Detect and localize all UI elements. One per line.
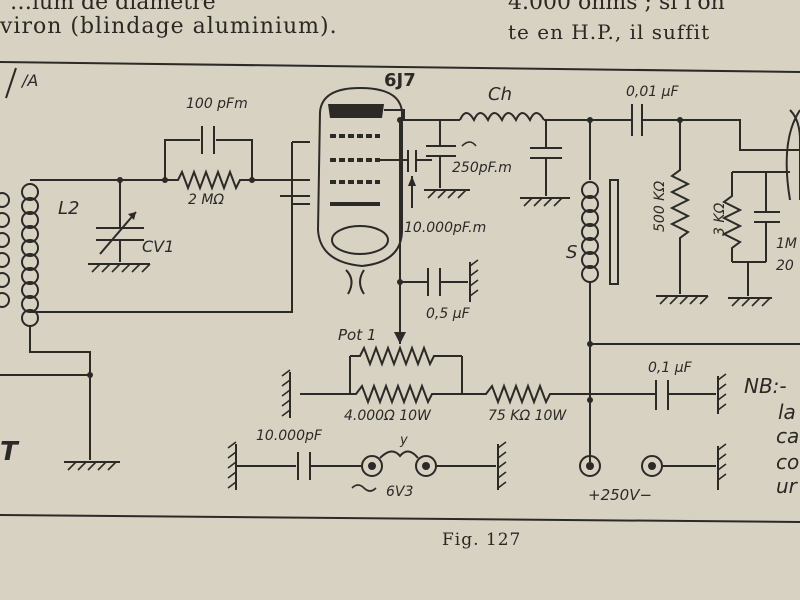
text-line-2-right: te en H.P., il suffit bbox=[508, 20, 711, 44]
label-cv1: CV1 bbox=[142, 237, 174, 256]
label-cap-10000pf: 10.000pF bbox=[256, 428, 323, 444]
coil-l2 bbox=[21, 183, 39, 327]
label-res-500k: 500 KΩ bbox=[652, 181, 668, 232]
label-cap-10000pfm: 10.000pF.m bbox=[404, 220, 486, 236]
nb-label: NB:- bbox=[744, 374, 787, 398]
nb-line-1: la bbox=[778, 400, 796, 424]
label-res-75k: 75 KΩ 10W bbox=[488, 408, 567, 424]
coil-left-edge bbox=[0, 192, 10, 308]
label-pot: Pot 1 bbox=[338, 326, 376, 344]
label-cap-001: 0,01 µF bbox=[626, 84, 680, 100]
label-coil-s: S bbox=[566, 242, 577, 263]
label-grid-res: 2 MΩ bbox=[188, 192, 224, 208]
pot-1 bbox=[350, 345, 462, 367]
top-left-mark: /A bbox=[20, 71, 38, 90]
label-right-cut-1: 1M bbox=[776, 236, 797, 252]
resistor-500k bbox=[669, 120, 691, 294]
choke-ch bbox=[459, 112, 545, 123]
nb-line-4: ur bbox=[776, 474, 797, 498]
ground-cv1 bbox=[88, 263, 151, 273]
ground-bottom-left bbox=[64, 461, 120, 471]
nb-line-3: co bbox=[776, 450, 800, 474]
text-line-1-right: 4.000 ohms ; si l'on bbox=[508, 0, 725, 15]
label-l2: L2 bbox=[58, 198, 79, 219]
label-hv: +250V− bbox=[588, 486, 652, 504]
frame-bottom-line bbox=[0, 514, 800, 523]
label-cap-05: 0,5 µF bbox=[426, 306, 471, 322]
label-heater-v: 6V3 bbox=[386, 484, 413, 500]
tube-6j7 bbox=[316, 86, 403, 295]
text-line-2-left: viron (blindage aluminium). bbox=[0, 14, 338, 39]
label-grid-cap: 100 pFm bbox=[186, 96, 248, 112]
label-right-cut-2: 20 bbox=[776, 258, 794, 274]
label-res-3k: 3 KΩ bbox=[712, 202, 728, 236]
label-heater-y: y bbox=[399, 433, 408, 448]
figure-caption: Fig. 127 bbox=[442, 530, 522, 550]
frame-top-line bbox=[0, 61, 800, 73]
label-cap-250: 250pF.m bbox=[452, 160, 512, 176]
text-line-1-left: …ium de diamètre bbox=[10, 0, 216, 15]
resistor-2mohm bbox=[165, 169, 252, 191]
coil-s bbox=[581, 179, 619, 285]
label-t: T bbox=[0, 437, 20, 467]
label-cap-01: 0,1 µF bbox=[648, 360, 693, 376]
label-choke: Ch bbox=[488, 84, 512, 105]
label-res-4000: 4.000Ω 10W bbox=[344, 408, 432, 424]
nb-line-2: ca bbox=[776, 424, 800, 448]
label-tube: 6J7 bbox=[384, 70, 416, 91]
